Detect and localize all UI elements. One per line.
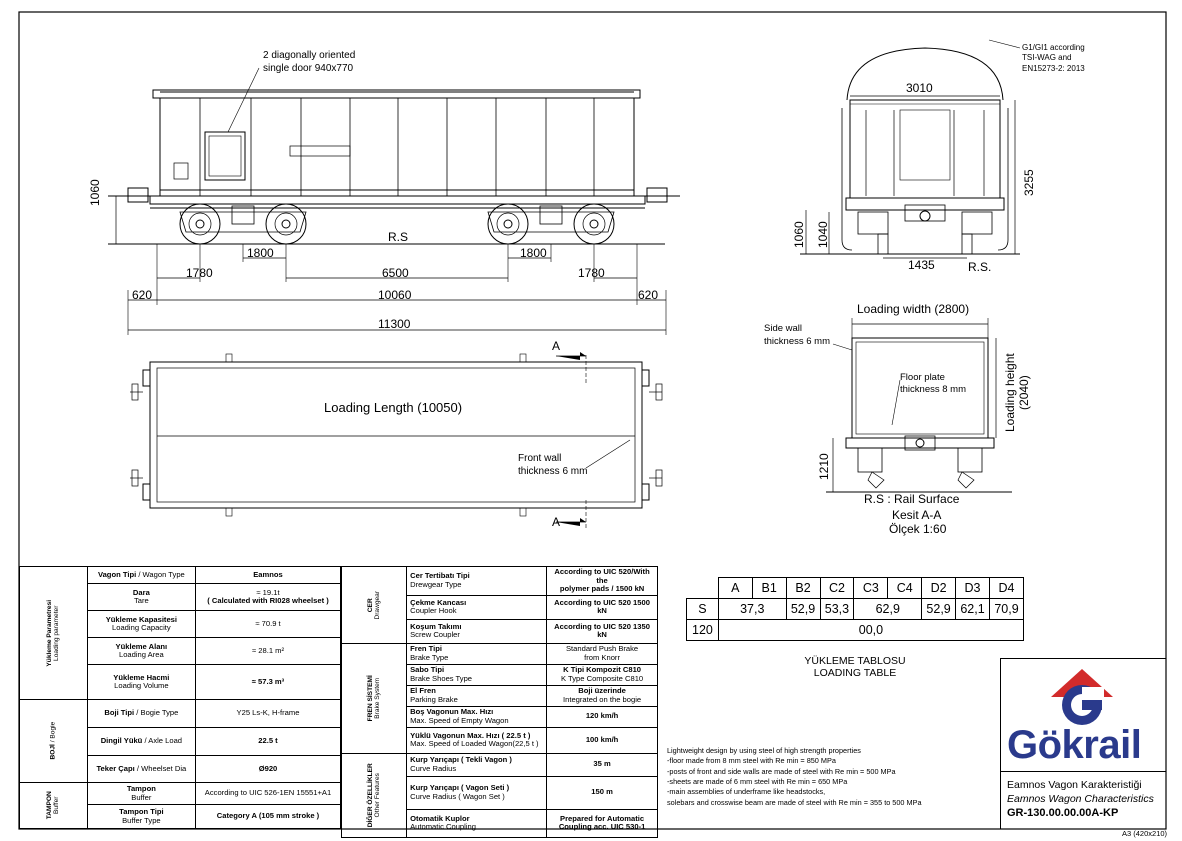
plan-view	[130, 352, 663, 528]
gokrail-logo-text: Gökrail	[1007, 723, 1142, 767]
material-notes: Lightweight design by using steel of hig…	[667, 746, 922, 807]
dim-1800-right: 1800	[520, 246, 547, 260]
group-bogie: BOJİ / Bogie	[19, 699, 88, 783]
section-view	[826, 318, 1012, 493]
dim-10060: 10060	[378, 288, 412, 302]
loading-table-title-tr: YÜKLEME TABLOSU	[804, 655, 906, 667]
dim-620-left: 620	[132, 288, 153, 302]
bogie-left	[179, 203, 307, 245]
loading-width-label: Loading width (2800)	[857, 302, 970, 316]
loading-height-label: Loading height (2040)	[1003, 353, 1031, 432]
bogie-right	[487, 203, 615, 245]
section-mark-bottom: A	[552, 515, 561, 529]
dim-620-right: 620	[638, 288, 659, 302]
dim-1060-side: 1060	[88, 179, 102, 206]
gauge-note: G1/GI1 according TSI-WAG and EN15273-2: …	[1022, 43, 1085, 73]
rail-label-end: R.S.	[968, 260, 992, 274]
dim-1060-end: 1060	[792, 221, 806, 248]
section-scale: Ölçek 1:60	[889, 522, 947, 536]
loading-length-label: Loading Length (10050)	[324, 400, 463, 415]
dim-1780-right: 1780	[578, 266, 605, 280]
section-mark-top: A	[552, 339, 561, 353]
title-tr: Eamnos Vagon Karakteristiği	[1007, 779, 1142, 791]
table-row: S 37,3 52,9 53,3 62,9 52,9 62,1 70,9	[686, 598, 1025, 620]
table-row: BOJİ / Bogie Boji Tipi / Bogie Type Y25 …	[19, 699, 341, 783]
end-view	[800, 39, 1021, 259]
title-block: Gökrail Eamnos Vagon Karakteristiği Eamn…	[1000, 658, 1166, 829]
dim-1210: 1210	[817, 453, 831, 480]
dim-3255: 3255	[1022, 169, 1036, 196]
side-view	[108, 67, 680, 335]
dim-6500: 6500	[382, 266, 409, 280]
table-row: Yüklü Vagonun Max. Hızı ( 22.5 t )Max. S…	[342, 726, 658, 754]
door-note: 2 diagonally oriented single door 940x77…	[263, 50, 356, 74]
title-en: Eamnos Wagon Characteristics	[1007, 793, 1154, 805]
side-wall-note: Side wall thickness 6 mm	[764, 323, 830, 347]
table-row: 120 00,0	[686, 619, 1025, 641]
dim-1800-left: 1800	[247, 246, 274, 260]
dim-1435: 1435	[908, 258, 935, 272]
rail-label-side: R.S	[388, 230, 409, 244]
table-row: Teker Çapı / Wheelset Dia Ø920	[20, 755, 341, 783]
drawing-number: GR-130.00.00.00A-KP	[1007, 807, 1119, 819]
floor-plate-note: Floor plate thickness 8 mm	[900, 372, 966, 396]
dim-1040: 1040	[816, 221, 830, 248]
gokrail-logo-mark	[1051, 669, 1113, 725]
rail-surface-label: R.S : Rail Surface	[864, 492, 960, 506]
front-wall-note: Front wall thickness 6 mm	[518, 453, 588, 477]
section-title: Kesit A-A	[892, 508, 942, 522]
dim-11300: 11300	[378, 317, 411, 331]
sheet-size: A3 (420x210)	[1122, 829, 1168, 838]
table-row: Dingil Yükü / Axle Load 22.5 t	[20, 727, 341, 756]
loading-table-title-en: LOADING TABLE	[813, 667, 897, 679]
dim-1780-left: 1780	[186, 266, 213, 280]
dim-3010: 3010	[906, 81, 933, 95]
table-row: Kurp Yarıçapı ( Vagon Seti )Curve Radius…	[342, 775, 658, 810]
